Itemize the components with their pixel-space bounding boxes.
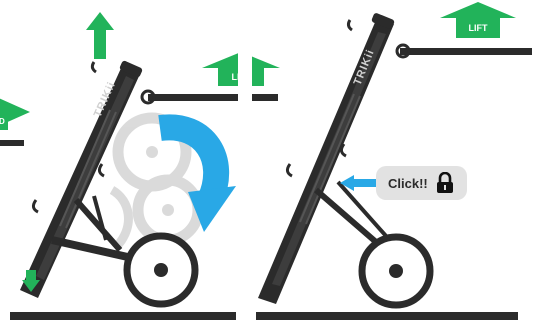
up-arrow-icon: [86, 12, 114, 59]
hook-mid-right: [339, 143, 347, 158]
click-lock-callout: Click!!: [376, 166, 467, 200]
ground-line-right: [256, 312, 518, 320]
panel-gap: [238, 0, 252, 323]
lock-icon: [436, 172, 453, 193]
lift-label-partial: D: [0, 117, 5, 126]
callout-text: Click!!: [388, 175, 428, 191]
left-pointer-arrow-icon: [340, 175, 376, 191]
down-arrow-icon: [22, 270, 40, 292]
hook-top: [90, 61, 97, 74]
hook-low: [31, 199, 39, 214]
trolley-column-right: TRIKii: [258, 13, 395, 304]
handle-bar-right: [400, 48, 532, 55]
handle-stub-left: [0, 140, 24, 146]
trolley-tilted: D LIFT T: [0, 12, 280, 320]
hook-mid: [97, 163, 105, 178]
hook-top-right: [346, 19, 353, 32]
handle-bar: [148, 94, 278, 101]
hook-low-right: [285, 163, 293, 178]
trolley-locked: LIFT TRIKii: [256, 2, 532, 320]
wheel-left: [123, 232, 199, 308]
wheel-right: [358, 233, 434, 309]
lift-arrow-right: LIFT: [440, 2, 516, 38]
lift-label-right: LIFT: [469, 23, 488, 33]
rotate-clockwise-arrow-icon: [158, 114, 236, 232]
ground-line-left: [10, 312, 236, 320]
brace-right: [314, 187, 378, 245]
ghost-frame: [109, 186, 133, 248]
up-arrow-icon-partial: D: [0, 98, 30, 130]
